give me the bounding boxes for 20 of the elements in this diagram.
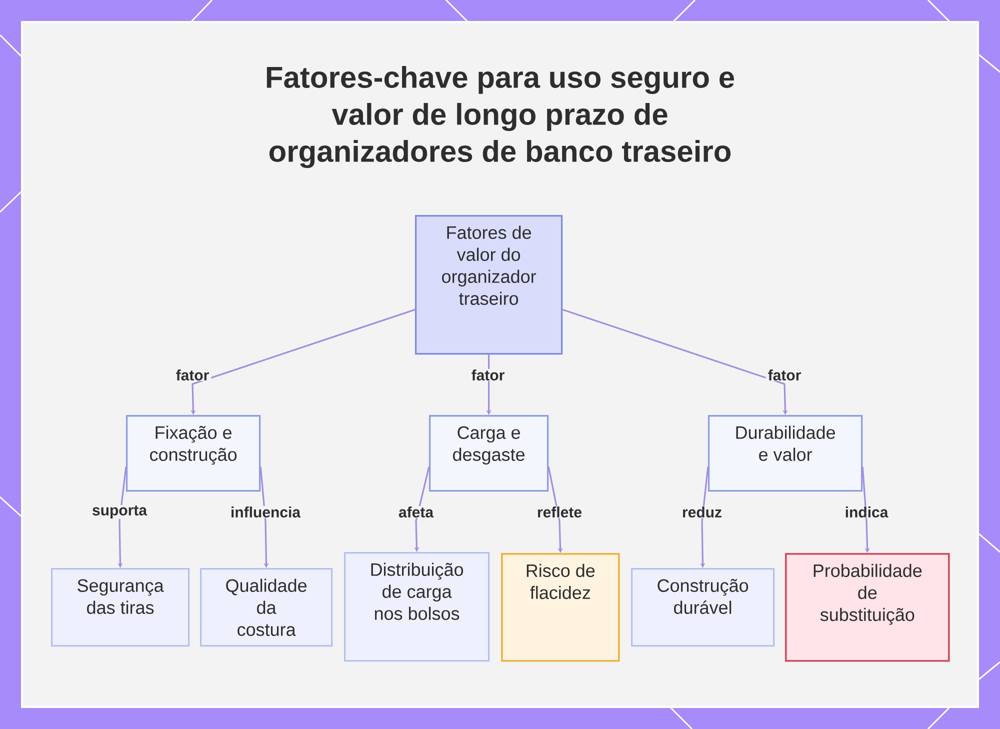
edge-label: reflete xyxy=(535,506,584,518)
leaf-box: Construção durável xyxy=(631,568,775,647)
leaf-box: Probabilidade de substituição xyxy=(785,553,950,662)
edge-label: fator xyxy=(174,369,212,382)
edge-label: afeta xyxy=(396,506,436,518)
edge-label: fator xyxy=(766,369,804,382)
leaf-box: Risco de flacidez xyxy=(501,553,620,662)
edge-label: reduz xyxy=(680,506,724,518)
title: Fatores-chave para uso seguro e valor de longo prazo de organizadores de banco traseiro xyxy=(266,66,734,168)
edge-label: influencia xyxy=(228,506,302,518)
branch-box: Carga e desgaste xyxy=(429,415,549,492)
main-box: Fatores de valor do organizador traseiro xyxy=(415,215,563,355)
branch-box: Fixação e construção xyxy=(126,415,261,492)
leaf-box: Segurança das tiras xyxy=(51,568,190,647)
leaf-box: Distribuição de carga nos bolsos xyxy=(344,552,490,662)
edge-label: suporta xyxy=(90,505,149,519)
edge-label: fator xyxy=(469,369,507,382)
edge-label: indica xyxy=(842,506,890,518)
branch-box: Durabilidade e valor xyxy=(708,415,863,492)
leaf-box: Qualidade da costura xyxy=(200,568,333,647)
